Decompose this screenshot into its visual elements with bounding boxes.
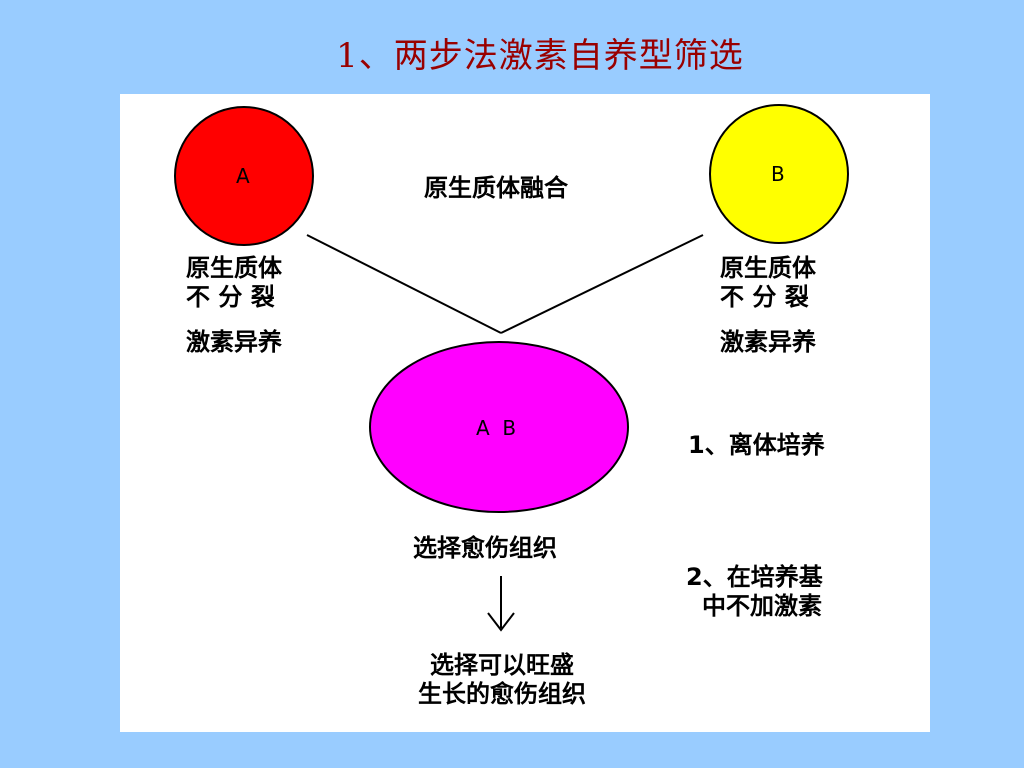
fusion-line-left [306,234,502,334]
left-desc-line2: 不 分 裂 [186,283,275,311]
cell-b-label: B [771,162,785,186]
left-desc-line1: 原生质体 [186,254,282,282]
step2-line1: 2、在培养基 [686,563,823,591]
fusion-label: 原生质体融合 [424,174,568,202]
step1-label: 1、离体培养 [688,431,825,459]
left-desc-line3: 激素异养 [186,328,282,356]
select-vigorous-line1: 选择可以旺盛 [430,651,574,679]
right-desc-line2: 不 分 裂 [720,283,809,311]
down-arrow-icon [487,576,515,632]
cell-a-circle [174,106,314,246]
hybrid-label: A B [476,416,517,440]
select-vigorous-line2: 生长的愈伤组织 [418,680,586,708]
diagram-canvas [174,104,849,632]
cell-b-circle [709,104,849,244]
hybrid-ellipse [369,341,629,513]
right-desc-line1: 原生质体 [720,254,816,282]
select-callus-label: 选择愈伤组织 [413,534,557,562]
slide-title: 1、两步法激素自养型筛选 [336,36,744,76]
fusion-line-right [500,234,704,334]
cell-a-label: A [236,164,250,188]
right-desc-line3: 激素异养 [720,328,816,356]
step2-line2: 中不加激素 [702,592,822,620]
diagram-panel: A B A B 原生质体融合 原生质体 不 分 裂 激素异养 原生质体 不 分 … [120,94,930,732]
